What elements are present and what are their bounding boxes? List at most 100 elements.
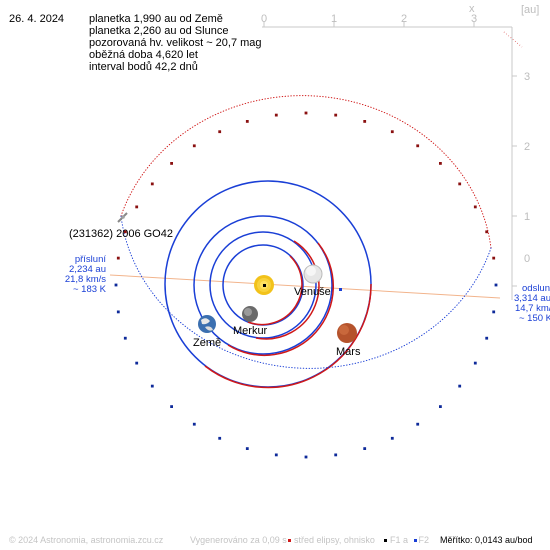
orbit-marker (494, 283, 498, 287)
orbit-marker (123, 230, 127, 234)
footer-legend-foci: F1 a F2 (384, 535, 429, 545)
orbit-marker (492, 310, 496, 314)
venus-planet (303, 264, 323, 284)
mars-orbit-red (204, 283, 372, 389)
info-block: planetka 1,990 au od Země planetka 2,260… (89, 13, 262, 73)
orbit-marker (390, 436, 394, 440)
mars-planet (337, 323, 357, 343)
orbit-marker (274, 113, 278, 117)
orbit-marker (473, 361, 477, 365)
orbit-marker (439, 162, 442, 165)
legend-f2-dot (413, 539, 417, 543)
orbit-marker (390, 130, 394, 134)
mercury-planet (242, 306, 258, 322)
orbit-marker (492, 256, 496, 260)
focus-marker (339, 288, 342, 291)
mercury-orbit-red (247, 255, 303, 326)
planet-labels: Venuše Merkur Země Mars (193, 286, 361, 358)
aphelion-title: odsluní (522, 283, 550, 294)
earth-orbit-red (227, 242, 335, 356)
asteroid-marker (117, 212, 128, 223)
orbit-marker (192, 422, 196, 426)
mars-label: Mars (336, 346, 361, 358)
venus-orbit-blue (209, 231, 317, 339)
orbit-marker (150, 384, 154, 388)
orbit-marker (334, 113, 338, 117)
mercury-label: Merkur (233, 325, 268, 337)
legend-center-dot (288, 539, 291, 543)
earth-orbit-blue (193, 215, 333, 355)
orbit-marker (304, 455, 308, 459)
footer-generated: Vygenerováno za 0,09 s (190, 535, 287, 545)
aphelion-block: odsluní 3,314 au 14,7 km/s ~ 150 K (514, 284, 550, 324)
venus-label: Venuše (294, 286, 331, 298)
orbit-marker (123, 336, 127, 340)
orbit-marker (116, 256, 120, 260)
perihelion-title: přísluní (74, 254, 106, 265)
info-distance-sun: planetka 2,260 au od Slunce (89, 25, 229, 37)
info-interval: interval bodů 42,2 dnů (89, 61, 198, 73)
orbit-marker (170, 162, 173, 165)
aphelion-temp: ~ 150 K (519, 313, 550, 324)
asteroid-orbit-blue-arc (120, 215, 492, 369)
footer-copyright: © 2024 Astronomia, astronomia.zcu.cz (9, 535, 164, 545)
orbit-marker (245, 120, 249, 123)
aphelion-speed: 14,7 km/s (515, 303, 550, 314)
top-tick-label-1: 1 (331, 13, 337, 25)
perihelion-distance: 2,234 au (69, 264, 106, 275)
orbit-marker (485, 336, 489, 340)
orbit-marker (218, 130, 222, 134)
asteroid-orbit-red-arc (120, 95, 492, 249)
orbit-marker (192, 144, 196, 148)
orbit-marker (363, 120, 367, 123)
right-tick-label-1: 1 (524, 211, 530, 223)
orbit-marker (218, 436, 222, 440)
earth-label: Země (193, 337, 221, 349)
orbit-marker (485, 230, 489, 234)
perihelion-block: přísluní 2,234 au 21,8 km/s ~ 183 K (65, 255, 106, 295)
orbit-marker (334, 453, 338, 457)
orbit-marker (416, 422, 420, 426)
sun (254, 275, 274, 295)
axes (262, 22, 517, 300)
earth-planet (198, 315, 216, 333)
apsis-line (109, 274, 501, 299)
orbit-marker (363, 447, 367, 450)
venus-orbit-red (255, 240, 320, 340)
right-tick-label-0: 0 (524, 253, 530, 265)
info-distance-earth: planetka 1,990 au od Země (89, 13, 223, 25)
orbit-marker (458, 384, 462, 388)
asteroid-label: (231362) 2006 GO42 (69, 228, 173, 240)
orbit-marker (245, 447, 249, 450)
top-tick-label-2: 2 (401, 13, 407, 25)
unit-label: [au] (521, 4, 539, 16)
orbit-marker (170, 405, 173, 408)
footer-scale: Měřítko: 0,0143 au/bod (440, 535, 533, 545)
asteroid-orbit-markers (114, 111, 498, 459)
x-axis-label: x (469, 3, 475, 15)
info-period: oběžná doba 4,620 let (89, 49, 198, 61)
orbit-marker (114, 283, 118, 287)
top-tick-label-3: 3 (471, 13, 477, 25)
orbit-fragment-topright (503, 31, 523, 48)
axis-tick-labels: 0 1 2 3 x [au] 3 2 1 0 (261, 3, 539, 265)
orbit-marker (150, 182, 154, 186)
orbit-marker (304, 111, 308, 115)
date-label: 26. 4. 2024 (9, 13, 65, 25)
orbit-marker (135, 205, 139, 209)
right-tick-label-2: 2 (524, 141, 530, 153)
footer-legend-center: střed elipsy, ohnisko (288, 535, 375, 545)
perihelion-temp: ~ 183 K (72, 284, 106, 295)
orbit-marker (473, 205, 477, 209)
info-magnitude: pozorovaná hv. velikost ~ 20,7 mag (89, 37, 262, 49)
orbit-marker (135, 361, 139, 365)
orbit-marker (416, 144, 420, 148)
perihelion-speed: 21,8 km/s (64, 274, 106, 285)
legend-f1-dot (384, 539, 387, 543)
orbit-marker (116, 310, 120, 314)
top-tick-label-0: 0 (261, 13, 267, 25)
right-tick-label-3: 3 (524, 71, 530, 83)
aphelion-distance: 3,314 au (514, 293, 550, 304)
orbit-marker (274, 453, 278, 457)
